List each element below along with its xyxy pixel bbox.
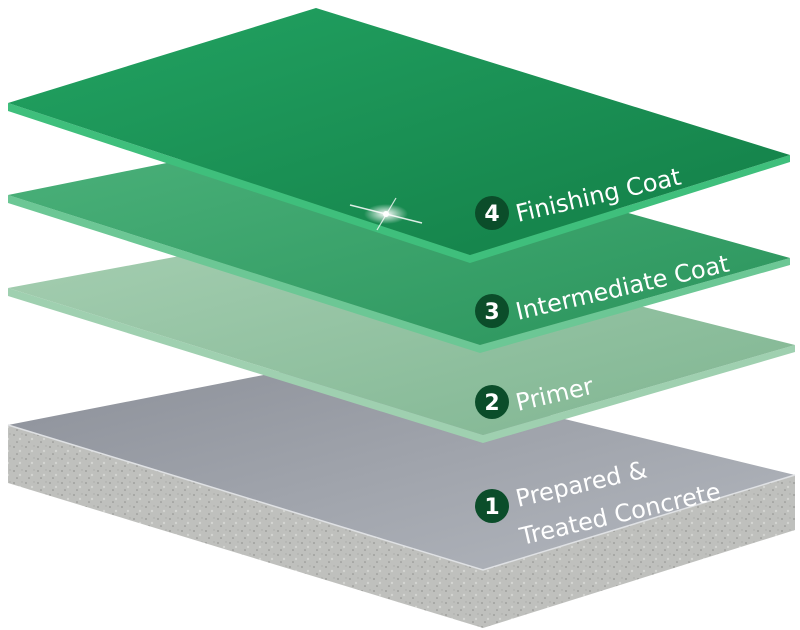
badge-1 — [475, 489, 509, 523]
primer-top-face — [8, 228, 795, 435]
finishing-top-face — [8, 8, 790, 255]
badge-number-2: 2 — [484, 391, 499, 416]
primer-edge — [8, 288, 795, 443]
sparkle-highlight — [349, 197, 423, 231]
badge-number-1: 1 — [484, 495, 499, 520]
concrete-left-face — [8, 425, 483, 628]
concrete-top-face — [8, 362, 795, 570]
finishing-edge — [8, 103, 790, 263]
badge-3 — [475, 294, 509, 328]
concrete-right-face — [483, 475, 795, 628]
intermediate-edge — [8, 195, 790, 353]
badge-number-3: 3 — [484, 300, 499, 325]
badge-2 — [475, 385, 509, 419]
badge-number-4: 4 — [484, 202, 499, 227]
layer-primer — [8, 228, 795, 443]
layer-finishing-coat — [8, 8, 790, 263]
layer-concrete — [7, 362, 796, 628]
badge-4 — [475, 196, 509, 230]
